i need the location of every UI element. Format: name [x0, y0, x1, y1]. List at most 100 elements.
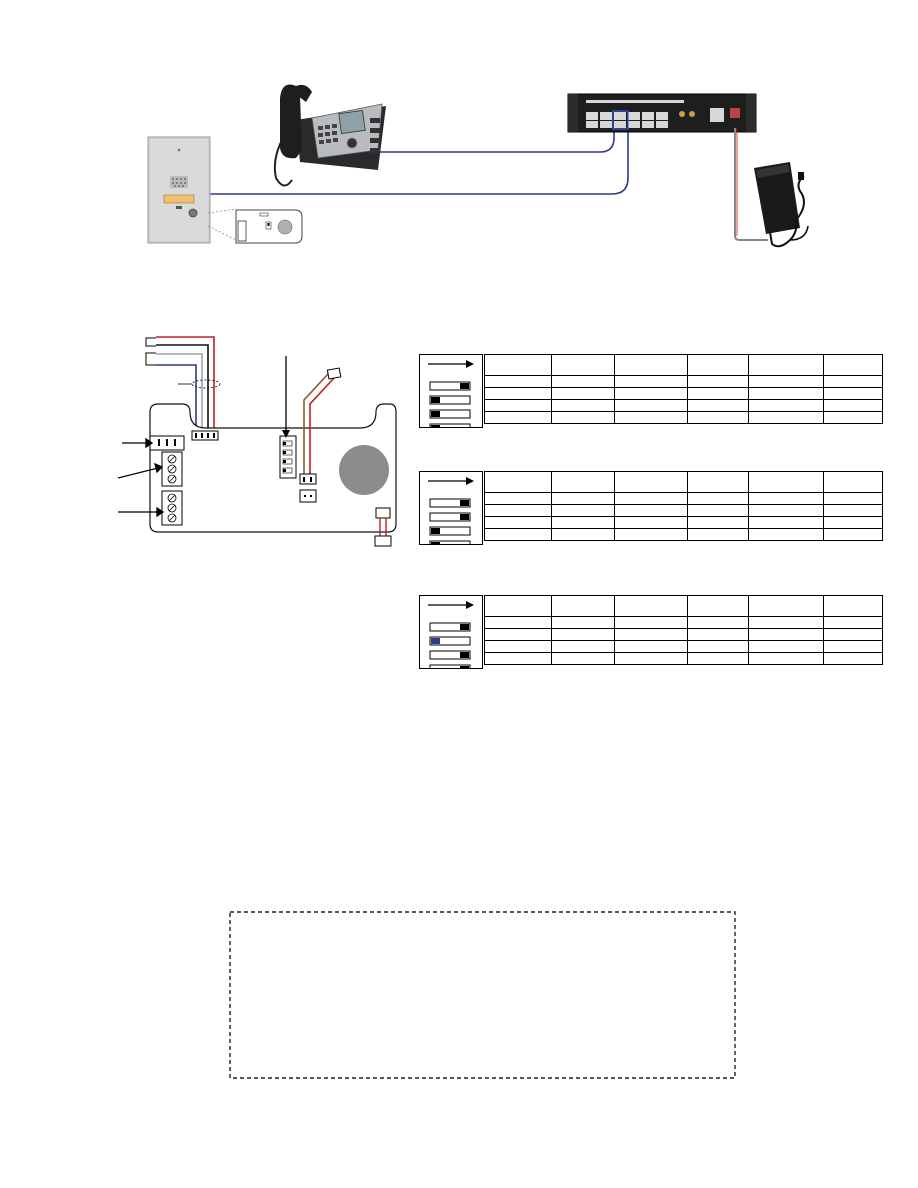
table-cell [687, 399, 749, 412]
board-connector-spare [299, 489, 317, 503]
wire-bracket-top [145, 337, 156, 347]
table-cell [823, 595, 883, 617]
table-cell [551, 516, 615, 529]
table-cell [484, 528, 552, 541]
power-cable-gray [734, 128, 768, 241]
table-row [484, 640, 883, 653]
table-cell [748, 399, 824, 412]
table-cell [551, 652, 615, 665]
table-cell [551, 411, 615, 424]
table-cell [484, 595, 552, 617]
power-adapter-icon [754, 162, 809, 248]
table-cell [551, 354, 615, 376]
table-cell [484, 504, 552, 517]
speaker-icon [339, 445, 389, 495]
table-cell [614, 387, 688, 400]
table-cell [551, 595, 615, 617]
dip-settings-table [484, 354, 883, 424]
table-cell [748, 595, 824, 617]
table-row [484, 492, 883, 505]
dip-switch-diagram [419, 595, 483, 669]
table-cell [687, 528, 749, 541]
dip-switch-icon [279, 435, 297, 479]
network-cable-door [210, 128, 629, 195]
table-row [484, 387, 883, 400]
table-cell [614, 516, 688, 529]
dip-switch-diagram [419, 354, 483, 428]
table-cell [823, 652, 883, 665]
table-cell [484, 399, 552, 412]
wire-connector [191, 430, 219, 441]
table-cell [748, 375, 824, 388]
table-cell [614, 399, 688, 412]
table-row [484, 616, 883, 629]
table-cell [687, 595, 749, 617]
table-cell [687, 471, 749, 493]
dip-switch-diagram [419, 471, 483, 545]
table-cell [484, 652, 552, 665]
table-cell [484, 516, 552, 529]
table-cell [823, 516, 883, 529]
table-row [484, 354, 883, 376]
table-cell [614, 492, 688, 505]
table-cell [484, 640, 552, 653]
table-cell [687, 504, 749, 517]
table-cell [484, 616, 552, 629]
table-row [484, 516, 883, 529]
table-row [484, 411, 883, 424]
table-cell [614, 640, 688, 653]
table-cell [823, 411, 883, 424]
table-row [484, 528, 883, 541]
table-cell [687, 492, 749, 505]
wire-bracket-bottom [145, 352, 156, 366]
arrow-icon [428, 360, 474, 427]
table-cell [687, 387, 749, 400]
table-cell [823, 387, 883, 400]
door-station-icon [147, 136, 211, 244]
table-cell [748, 387, 824, 400]
wire-brown [303, 373, 329, 474]
arrow-icon [428, 477, 474, 544]
table-cell [823, 492, 883, 505]
table-cell [748, 411, 824, 424]
table-cell [687, 616, 749, 629]
table-cell [823, 640, 883, 653]
table-cell [551, 471, 615, 493]
table-cell [748, 640, 824, 653]
table-cell [614, 411, 688, 424]
table-cell [614, 375, 688, 388]
arrow-icon [282, 356, 290, 438]
dip-settings-table [484, 471, 883, 541]
table-cell [614, 652, 688, 665]
terminal-block-upper [161, 451, 183, 487]
table-cell [823, 504, 883, 517]
table-cell [484, 354, 552, 376]
table-cell [551, 616, 615, 629]
table-cell [823, 375, 883, 388]
wire-red [156, 336, 215, 432]
table-cell [748, 516, 824, 529]
table-cell [823, 471, 883, 493]
table-cell [614, 628, 688, 641]
arrow-icon [428, 601, 474, 668]
table-cell [748, 504, 824, 517]
table-cell [748, 616, 824, 629]
table-cell [748, 628, 824, 641]
note-box [229, 911, 736, 1079]
table-cell [614, 354, 688, 376]
table-cell [551, 640, 615, 653]
table-cell [484, 628, 552, 641]
dip-settings-table [484, 595, 883, 665]
table-row [484, 652, 883, 665]
table-cell [748, 528, 824, 541]
table-row [484, 471, 883, 493]
wire-gray [156, 353, 203, 432]
table-cell [484, 492, 552, 505]
table-cell [614, 595, 688, 617]
terminal-block-lower [161, 490, 183, 526]
table-cell [614, 471, 688, 493]
wire-blue [156, 364, 197, 432]
right-connector [375, 507, 391, 519]
table-cell [823, 616, 883, 629]
